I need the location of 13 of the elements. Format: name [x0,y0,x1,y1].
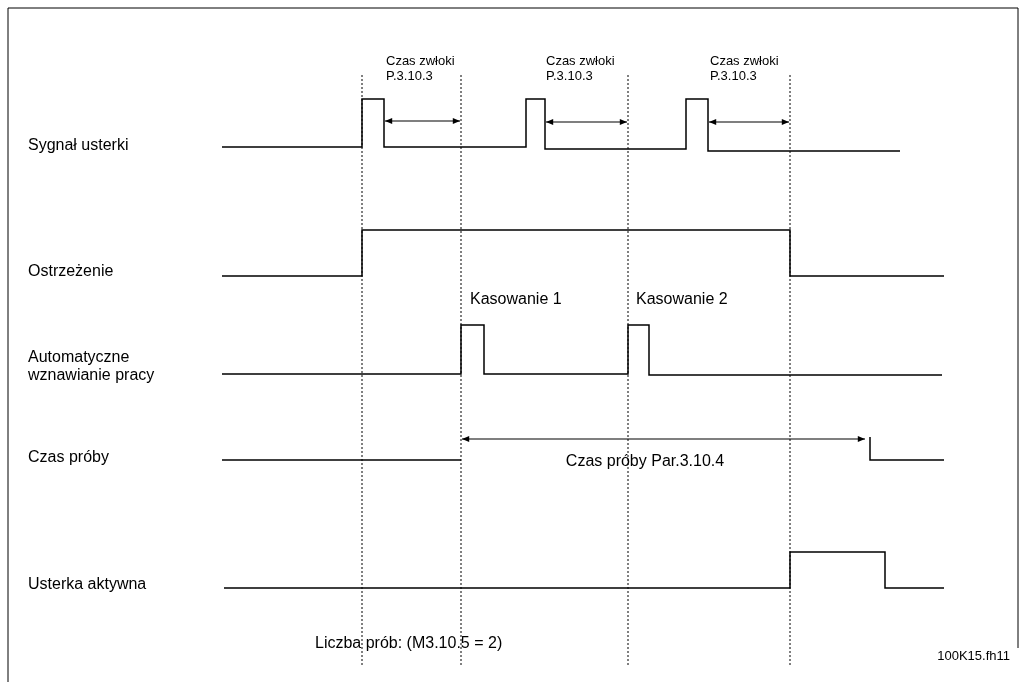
figure-id: 100K15.fh11 [936,649,1010,664]
reset-label: Kasowanie 1 [470,290,563,309]
signal-label: Ostrzeżenie [28,262,115,281]
note-text: Liczba prób: (M3.10.5 = 2) [315,634,504,653]
delay-label: Czas zwłoki P.3.10.3 [710,54,780,84]
delay-label: Czas zwłoki P.3.10.3 [386,54,456,84]
signal-label: Usterka aktywna [28,575,148,594]
delay-label: Czas zwłoki P.3.10.3 [546,54,616,84]
reset-label: Kasowanie 2 [636,290,729,309]
signal-label: Sygnał usterki [28,136,130,155]
signal-label: Czas próby [28,448,110,467]
duration-label: Czas próby Par.3.10.4 [564,452,726,471]
signal-label: Automatyczne wznawianie pracy [28,348,156,385]
